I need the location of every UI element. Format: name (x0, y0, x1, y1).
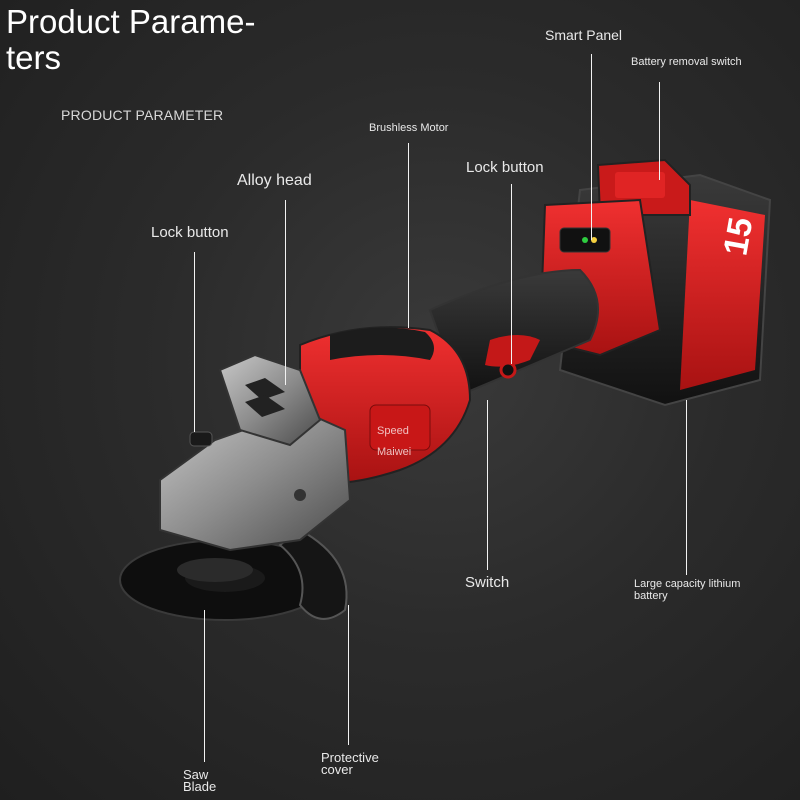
label-lock-button-left: Lock button (151, 224, 229, 241)
leader-protective-cover (348, 605, 349, 745)
speed-dial (369, 404, 431, 451)
leader-lock-button-left (194, 252, 195, 432)
label-battery-removal-switch: Battery removal switch (631, 56, 742, 68)
protective-cover (278, 528, 348, 620)
lock-button-left (189, 431, 213, 447)
leader-battery (686, 400, 687, 575)
label-protective-cover: Protective cover (321, 750, 379, 777)
leader-brushless-motor (408, 143, 409, 328)
leader-alloy-head (285, 200, 286, 385)
leader-saw-blade (204, 610, 205, 762)
label-large-capacity-battery: Large capacity lithium battery (634, 578, 741, 602)
page-subtitle: PRODUCT PARAMETER (61, 107, 224, 123)
leader-lock-button-right (511, 184, 512, 364)
lock-button-right (499, 361, 517, 379)
speed-label: Speed (377, 425, 409, 437)
label-saw-blade: Saw Blade (183, 767, 217, 794)
leader-battery-removal (659, 82, 660, 180)
leader-smart-panel (591, 54, 592, 240)
label-brushless-motor: Brushless Motor (369, 122, 449, 134)
label-switch: Switch (465, 574, 510, 591)
label-lock-button-right: Lock button (466, 159, 544, 176)
battery-capacity-mark: 15 (716, 215, 760, 259)
label-smart-panel: Smart Panel (545, 27, 623, 43)
brand-label: Maiwei (377, 446, 411, 458)
page-title: Product Parame-ters (6, 3, 256, 76)
label-alloy-head: Alloy head (237, 172, 312, 189)
leader-switch (487, 400, 488, 570)
